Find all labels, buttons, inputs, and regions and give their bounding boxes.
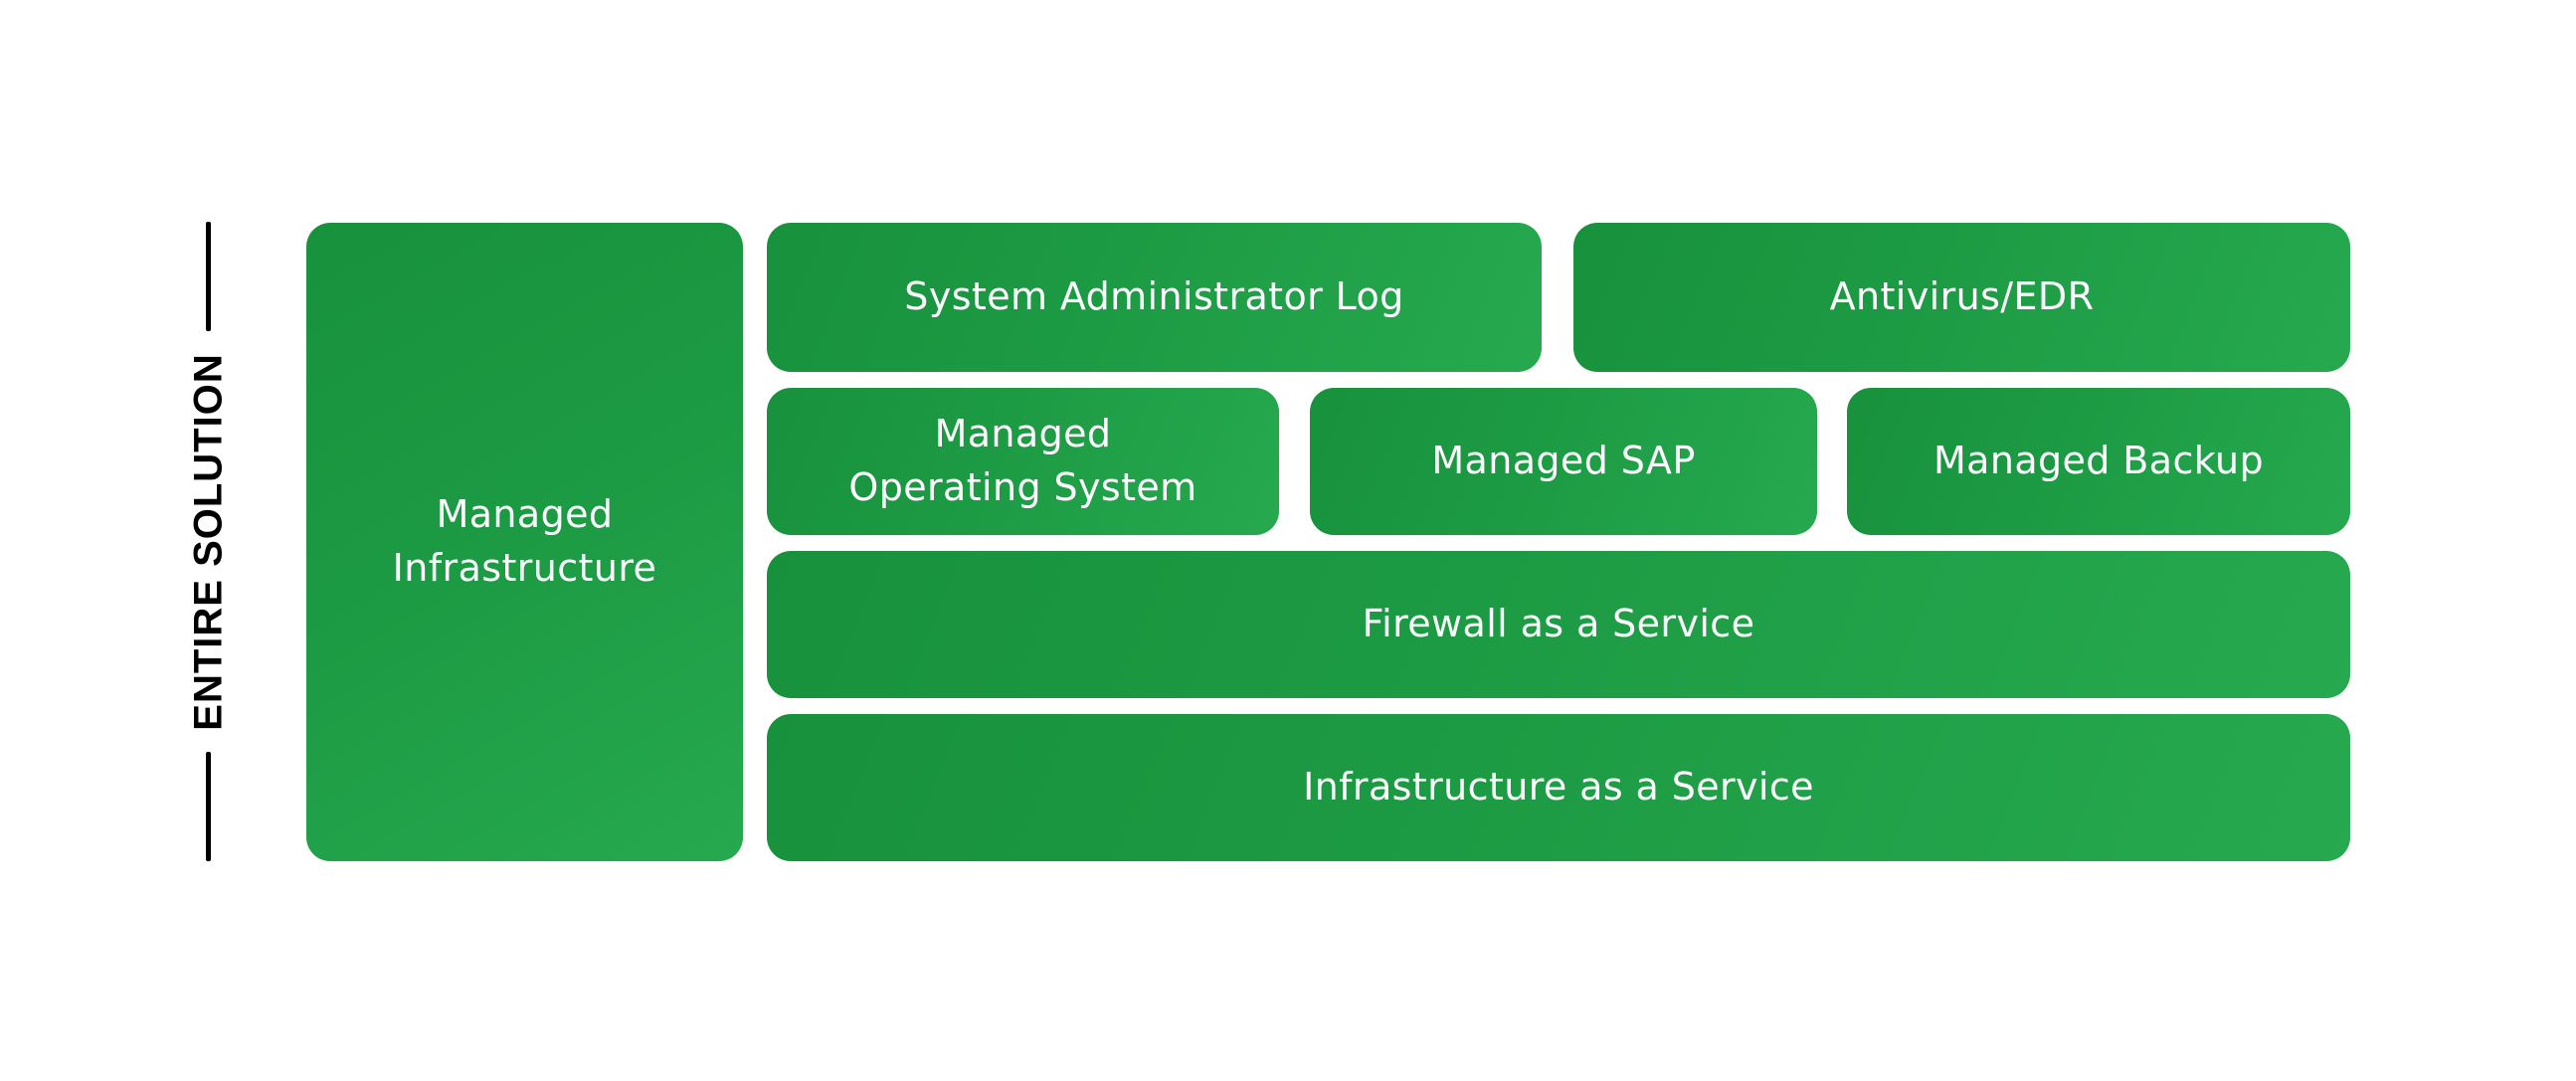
block-label-line: Managed Backup <box>1932 439 2265 483</box>
block-label-line: Infrastructure <box>392 546 657 590</box>
block-label-line: System Administrator Log <box>904 274 1404 319</box>
block-managed-backup: Managed Backup <box>1847 388 2350 535</box>
block-firewall-as-a-service: Firewall as a Service <box>767 551 2350 698</box>
block-label-line: Managed <box>436 492 614 537</box>
block-managed-operating-system: Managed Operating System <box>767 388 1279 535</box>
block-label-line: Operating System <box>848 465 1197 509</box>
block-label-line: Infrastructure as a Service <box>1303 765 1814 810</box>
rail-bracket-line-bottom <box>206 752 211 861</box>
rail-bracket-line-top <box>206 222 211 331</box>
block-antivirus-edr: Antivirus/EDR <box>1573 223 2350 372</box>
block-label-line: Antivirus/EDR <box>1829 274 2095 319</box>
block-managed-sap: Managed SAP <box>1310 388 1817 535</box>
block-managed-infrastructure: Managed Infrastructure <box>306 223 743 861</box>
block-system-administrator-log: System Administrator Log <box>767 223 1542 372</box>
entire-solution-label: ENTIRE SOLUTION <box>186 353 231 731</box>
block-infrastructure-as-a-service: Infrastructure as a Service <box>767 714 2350 861</box>
block-label-line: Firewall as a Service <box>1362 602 1755 646</box>
block-label-line: Managed <box>934 412 1112 456</box>
block-label-line: Managed SAP <box>1431 439 1696 483</box>
